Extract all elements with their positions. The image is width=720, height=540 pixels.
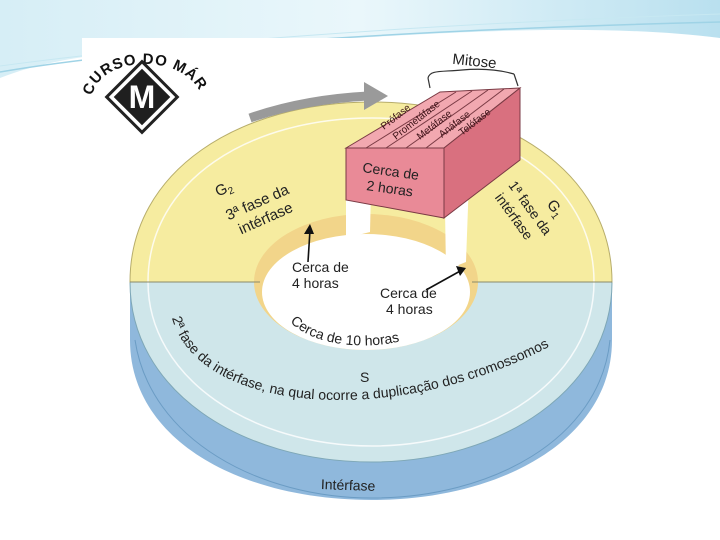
mitosis-title: Mitose [452,51,498,73]
top-swoosh [0,0,720,78]
mitosis-duration-line1: Cerca de [362,159,421,183]
g1-duration-line2: 4 horas [386,301,433,317]
g1-duration-line1: Cerca de [380,285,437,301]
ring-side-band [130,282,612,500]
mitosis-box [344,86,522,220]
g2-duration-line2: 4 horas [292,275,339,291]
mitosis-bracket [427,68,515,79]
mitosis-duration-line2: 2 horas [366,177,414,199]
mitosis-box-front [345,147,445,219]
s-label: S [360,369,369,385]
cycle-arrow [248,91,369,123]
logo-letter: M [129,79,156,115]
cycle-arrow-head [364,82,388,110]
interphase-label: Intérfase [321,476,376,494]
s-phase-region [129,281,613,463]
logo: CURSO DO MÁRIO M [0,0,211,135]
g2-duration-line1: Cerca de [292,259,349,275]
logo-arc-text: CURSO DO MÁRIO [0,0,211,97]
ring-hole [262,234,470,350]
